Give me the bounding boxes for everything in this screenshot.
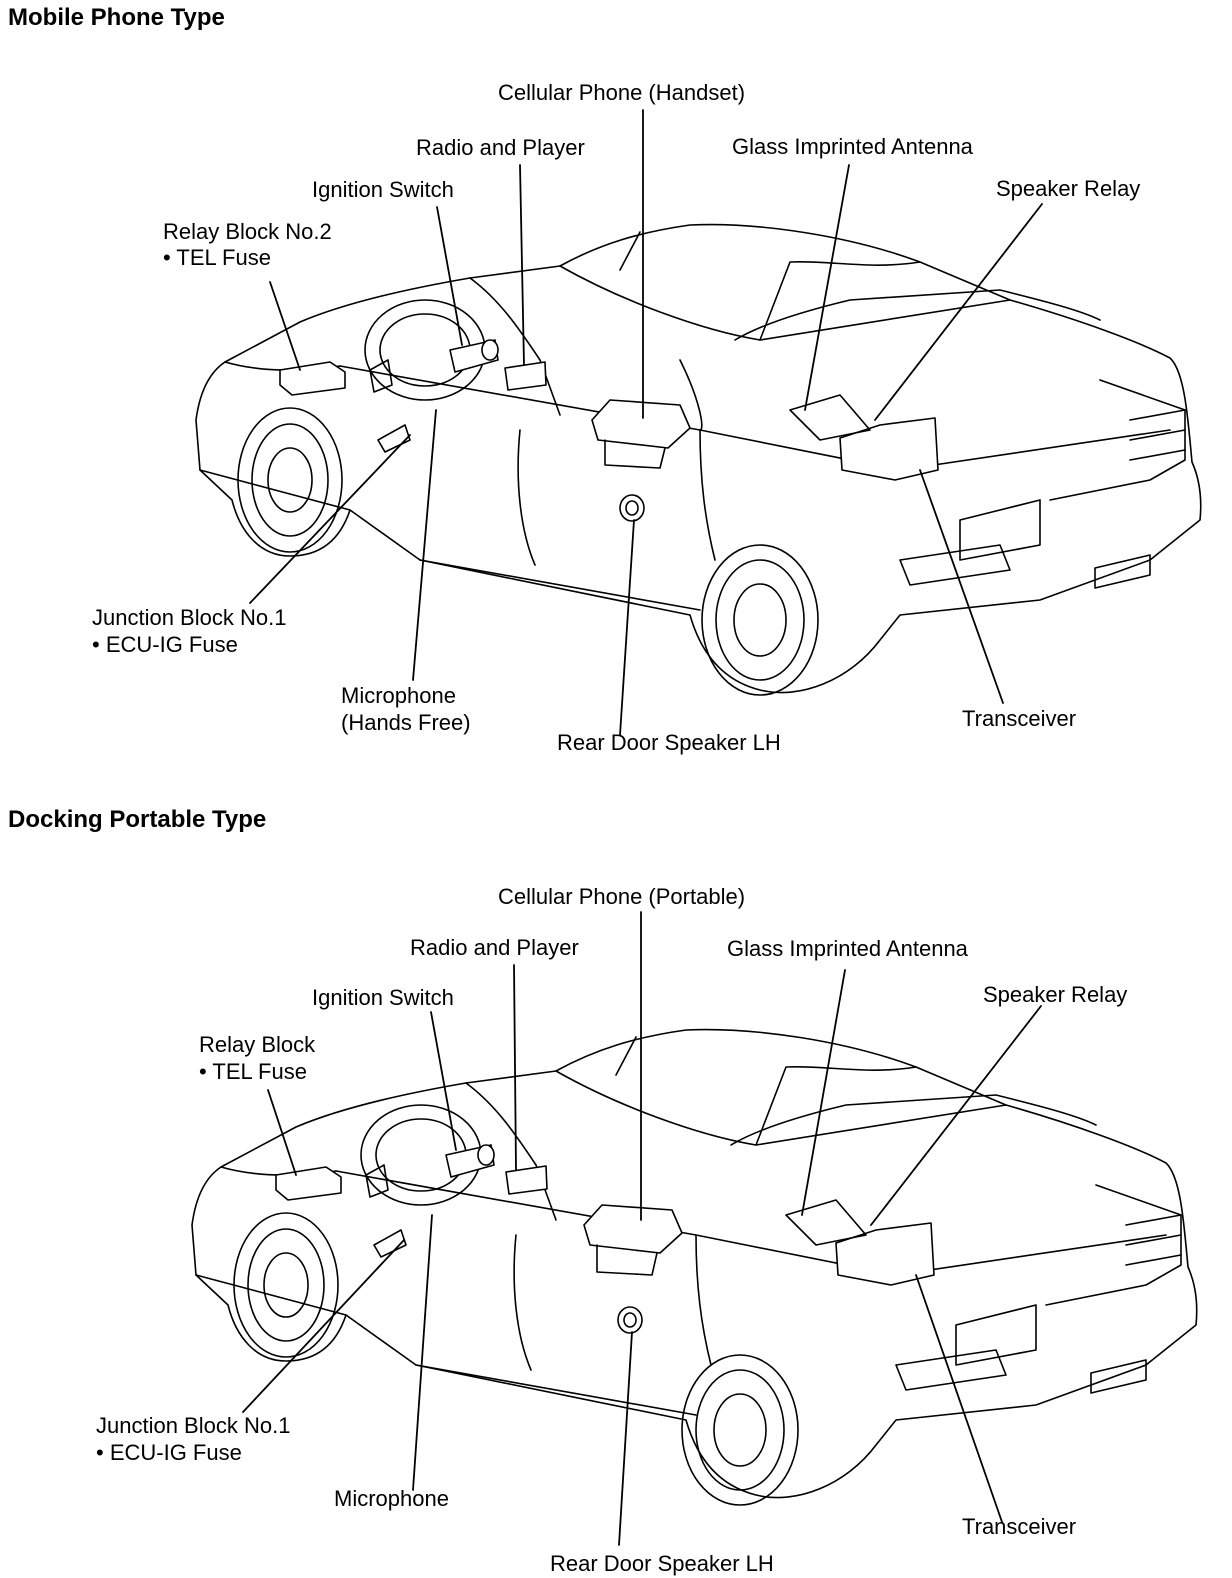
leader-junction-block [242, 1239, 405, 1413]
radio-component [505, 1165, 548, 1195]
label-junction-block: Junction Block No.1 [92, 605, 287, 630]
leader-ignition [436, 206, 463, 346]
leader-relay-block [267, 1089, 297, 1176]
label-rear-door-speaker: Rear Door Speaker LH [557, 730, 781, 755]
car-body [195, 223, 1202, 696]
cellular-handset-component [591, 399, 691, 469]
leader-speaker-relay [870, 1005, 1042, 1226]
relay-block-component [279, 361, 346, 396]
speaker-component [619, 494, 645, 522]
transceiver-component [789, 394, 939, 481]
label-junction-block-fuse: • ECU-IG Fuse [96, 1440, 242, 1465]
speaker-component [617, 1306, 643, 1334]
label-ignition-switch: Ignition Switch [312, 985, 454, 1010]
label-junction-block-fuse: • ECU-IG Fuse [92, 632, 238, 657]
leader-microphone [412, 1214, 433, 1491]
leader-antenna [804, 164, 850, 411]
label-cellular-phone: Cellular Phone (Handset) [498, 80, 746, 105]
label-glass-antenna: Glass Imprinted Antenna [732, 134, 973, 159]
label-junction-block: Junction Block No.1 [96, 1413, 291, 1438]
label-relay-block-fuse: • TEL Fuse [163, 245, 271, 270]
car-body [191, 1028, 1198, 1506]
leader-relay-block [269, 281, 301, 371]
label-cellular-phone: Cellular Phone (Portable) [498, 884, 746, 909]
label-radio-player: Radio and Player [416, 135, 585, 160]
label-relay-block: Relay Block No.2 [163, 219, 332, 244]
label-glass-antenna: Glass Imprinted Antenna [727, 936, 968, 961]
leader-radio-player [519, 164, 525, 366]
leader-microphone [412, 409, 437, 681]
microphone-component [377, 424, 411, 453]
leader-antenna [801, 969, 846, 1216]
leader-transceiver [919, 469, 1004, 704]
ignition-component [445, 1144, 495, 1178]
microphone-component [373, 1229, 407, 1258]
label-speaker-relay: Speaker Relay [983, 982, 1128, 1007]
label-speaker-relay: Speaker Relay [996, 176, 1141, 201]
label-radio-player: Radio and Player [410, 935, 579, 960]
section-title-docking-portable: Docking Portable Type [8, 806, 267, 833]
leader-rear-speaker [618, 1331, 633, 1546]
label-ignition-switch: Ignition Switch [312, 177, 454, 202]
car-illustration-docking [191, 911, 1198, 1546]
label-microphone: Microphone [334, 1486, 449, 1511]
label-rear-door-speaker: Rear Door Speaker LH [550, 1551, 774, 1576]
radio-component [504, 361, 547, 391]
label-relay-block: Relay Block [199, 1032, 316, 1057]
label-relay-block-fuse: • TEL Fuse [199, 1059, 307, 1084]
transceiver-component [785, 1199, 935, 1286]
label-transceiver: Transceiver [962, 1514, 1077, 1539]
leader-transceiver [915, 1274, 1003, 1523]
label-microphone-hands-free: (Hands Free) [341, 710, 471, 735]
leader-ignition [430, 1011, 457, 1151]
ignition-component [449, 339, 499, 373]
car-illustration-mobile [195, 109, 1202, 736]
leader-speaker-relay [874, 203, 1043, 421]
leader-junction-block [249, 434, 411, 604]
label-transceiver: Transceiver [962, 706, 1077, 731]
leader-radio-player [513, 964, 517, 1171]
cellular-portable-component [583, 1204, 683, 1276]
section-title-mobile-phone: Mobile Phone Type [8, 4, 225, 31]
relay-block-component [275, 1166, 342, 1201]
label-microphone: Microphone [341, 683, 456, 708]
leader-rear-speaker [619, 519, 635, 736]
